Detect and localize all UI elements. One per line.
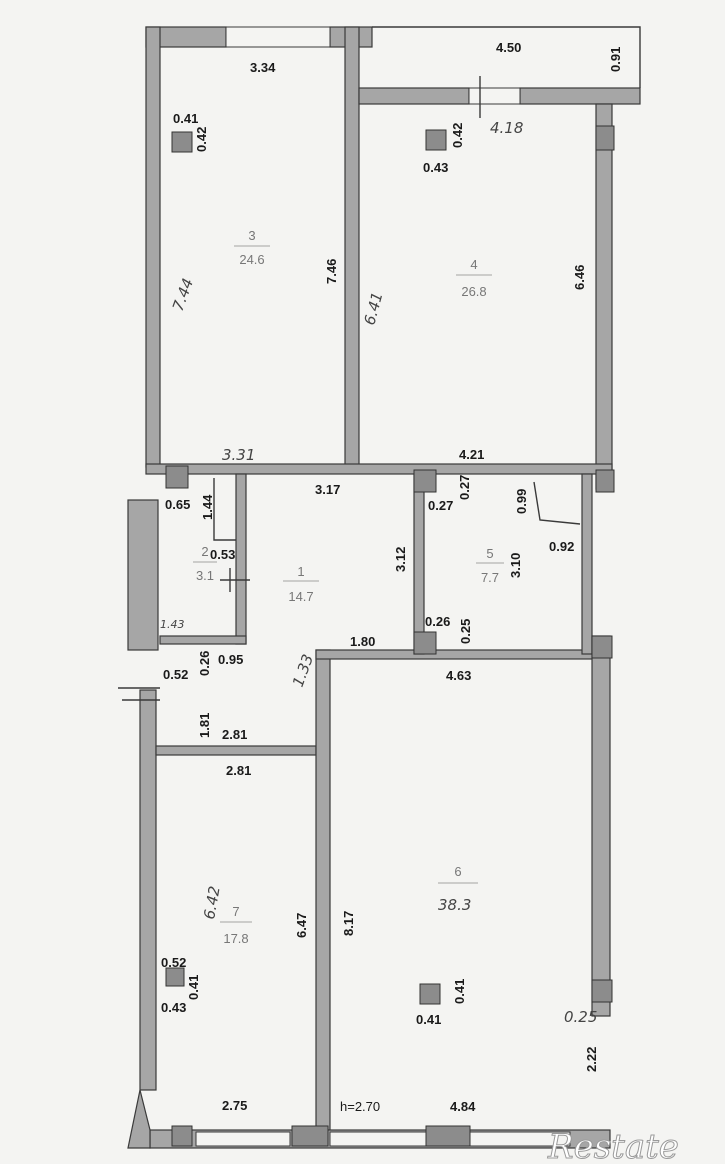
svg-text:0.92: 0.92 bbox=[549, 539, 574, 554]
svg-text:2.81: 2.81 bbox=[226, 763, 251, 778]
svg-text:3.31: 3.31 bbox=[222, 446, 255, 464]
svg-text:1: 1 bbox=[297, 564, 304, 579]
svg-text:0.99: 0.99 bbox=[514, 489, 529, 514]
svg-text:8.17: 8.17 bbox=[341, 911, 356, 936]
room-6-label: 6 38.3 bbox=[438, 864, 478, 914]
svg-text:1.80: 1.80 bbox=[350, 634, 375, 649]
walls bbox=[127, 26, 641, 1149]
svg-text:0.65: 0.65 bbox=[165, 497, 190, 512]
svg-text:0.52: 0.52 bbox=[163, 667, 188, 682]
svg-text:0.41: 0.41 bbox=[173, 111, 198, 126]
svg-text:4.21: 4.21 bbox=[459, 447, 484, 462]
svg-text:7.7: 7.7 bbox=[481, 570, 499, 585]
svg-text:0.43: 0.43 bbox=[161, 1000, 186, 1015]
svg-text:0.25: 0.25 bbox=[458, 619, 473, 644]
svg-text:0.25: 0.25 bbox=[564, 1008, 597, 1026]
windows bbox=[195, 26, 571, 1147]
dimension-labels: 4.50 0.91 3.34 0.41 0.42 7.46 0.43 0.42 … bbox=[161, 40, 623, 1114]
svg-text:4.63: 4.63 bbox=[446, 668, 471, 683]
svg-text:0.95: 0.95 bbox=[218, 652, 243, 667]
svg-text:7.46: 7.46 bbox=[324, 259, 339, 284]
svg-text:h=2.70: h=2.70 bbox=[340, 1099, 380, 1114]
svg-text:6: 6 bbox=[454, 864, 461, 879]
svg-text:3.17: 3.17 bbox=[315, 482, 340, 497]
svg-text:6.47: 6.47 bbox=[294, 913, 309, 938]
svg-text:14.7: 14.7 bbox=[288, 589, 313, 604]
svg-text:0.43: 0.43 bbox=[423, 160, 448, 175]
svg-text:4: 4 bbox=[470, 257, 477, 272]
svg-text:26.8: 26.8 bbox=[461, 284, 486, 299]
room-5-label: 5 7.7 bbox=[476, 546, 504, 585]
room-4-label: 4 26.8 bbox=[456, 257, 492, 299]
svg-text:38.3: 38.3 bbox=[438, 896, 471, 914]
handwritten-notes: 7.44 6.41 4.18 3.31 1.33 6.42 0.25 1.43 bbox=[160, 119, 597, 1026]
svg-text:4.18: 4.18 bbox=[490, 119, 523, 137]
room-2-label: 2 3.1 bbox=[193, 544, 217, 583]
svg-text:6.41: 6.41 bbox=[360, 290, 386, 327]
svg-text:4.50: 4.50 bbox=[496, 40, 521, 55]
door-details bbox=[118, 76, 581, 701]
svg-text:7: 7 bbox=[232, 904, 239, 919]
svg-text:0.27: 0.27 bbox=[428, 498, 453, 513]
watermark-logo: Restate bbox=[547, 1127, 679, 1164]
svg-text:4.84: 4.84 bbox=[450, 1099, 476, 1114]
svg-text:0.53: 0.53 bbox=[210, 547, 235, 562]
svg-text:0.41: 0.41 bbox=[416, 1012, 441, 1027]
svg-text:3: 3 bbox=[248, 228, 255, 243]
svg-text:1.33: 1.33 bbox=[289, 652, 317, 690]
svg-text:24.6: 24.6 bbox=[239, 252, 264, 267]
svg-text:2.22: 2.22 bbox=[584, 1047, 599, 1072]
svg-text:0.41: 0.41 bbox=[186, 975, 201, 1000]
svg-text:5: 5 bbox=[486, 546, 493, 561]
svg-text:1.43: 1.43 bbox=[160, 618, 185, 631]
svg-text:3.1: 3.1 bbox=[196, 568, 214, 583]
svg-text:0.41: 0.41 bbox=[452, 979, 467, 1004]
svg-text:1.81: 1.81 bbox=[197, 713, 212, 738]
svg-text:0.42: 0.42 bbox=[194, 127, 209, 152]
room-3-label: 3 24.6 bbox=[234, 228, 270, 267]
svg-text:2.81: 2.81 bbox=[222, 727, 247, 742]
svg-text:17.8: 17.8 bbox=[223, 931, 248, 946]
svg-text:0.52: 0.52 bbox=[161, 955, 186, 970]
room-7-label: 7 17.8 bbox=[220, 904, 252, 946]
room-1-label: 1 14.7 bbox=[283, 564, 319, 604]
svg-text:2.75: 2.75 bbox=[222, 1098, 247, 1113]
svg-text:7.44: 7.44 bbox=[169, 276, 197, 314]
svg-text:3.10: 3.10 bbox=[508, 553, 523, 578]
svg-text:6.46: 6.46 bbox=[572, 265, 587, 290]
svg-text:1.44: 1.44 bbox=[200, 494, 215, 520]
svg-text:0.42: 0.42 bbox=[450, 123, 465, 148]
svg-text:2: 2 bbox=[201, 544, 208, 559]
svg-text:0.91: 0.91 bbox=[608, 47, 623, 72]
svg-text:3.34: 3.34 bbox=[250, 60, 276, 75]
columns bbox=[165, 125, 615, 1147]
svg-text:0.26: 0.26 bbox=[425, 614, 450, 629]
svg-text:0.26: 0.26 bbox=[197, 651, 212, 676]
svg-text:0.27: 0.27 bbox=[457, 475, 472, 500]
svg-text:3.12: 3.12 bbox=[393, 547, 408, 572]
svg-text:6.42: 6.42 bbox=[200, 885, 224, 921]
